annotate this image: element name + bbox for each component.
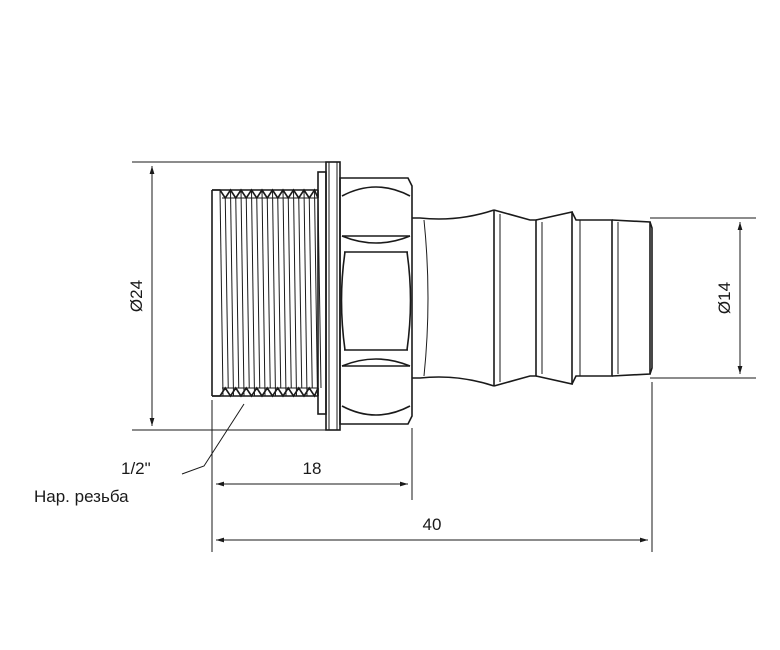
hex-nut	[339, 177, 413, 425]
thread-flank-line	[266, 197, 271, 389]
thread-flank-line	[287, 197, 292, 389]
dimension-thread-length: 18	[211, 400, 413, 500]
thread-flank-line	[235, 197, 240, 389]
thread-crest-line	[282, 189, 287, 397]
thread-crest-line	[293, 189, 297, 397]
thread-crest-line	[219, 189, 224, 397]
thread-flank-line	[245, 197, 250, 389]
thread-callout: 1/2" Нар. резьба	[34, 403, 245, 506]
thread-crest-line	[314, 189, 318, 397]
thread-type-label: Нар. резьба	[34, 487, 129, 506]
thread-section	[211, 188, 322, 398]
total-length-label: 40	[423, 515, 442, 534]
thread-flank-line	[256, 197, 261, 389]
thread-crest-line	[303, 189, 308, 397]
barb-diameter-label: Ø14	[715, 282, 734, 314]
hose-barb	[412, 209, 653, 387]
thread-crest-line	[230, 189, 234, 397]
dimension-outer-diameter: Ø24	[127, 161, 326, 431]
dimension-total-length: 40	[211, 382, 653, 552]
thread-length-label: 18	[303, 459, 322, 478]
flange	[317, 161, 341, 431]
thread-flank-line	[298, 197, 303, 389]
thread-crest-line	[240, 189, 245, 397]
outer-diameter-label: Ø24	[127, 280, 146, 312]
thread-flank-line	[224, 197, 229, 389]
thread-flank-line	[308, 197, 313, 389]
thread-size-label: 1/2"	[121, 459, 151, 478]
thread-crest-line	[251, 189, 255, 397]
thread-crest-line	[272, 189, 276, 397]
thread-flank-line	[277, 197, 282, 389]
thread-crest-line	[261, 189, 266, 397]
dimension-barb-diameter: Ø14	[650, 217, 756, 379]
